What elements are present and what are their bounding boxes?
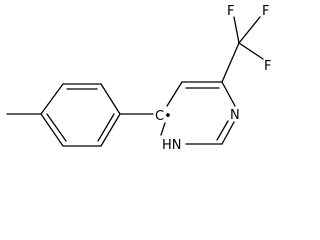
ring-double-bond (216, 120, 229, 141)
fluorine-atom-label: F (262, 4, 269, 19)
benzene-bond (40, 83, 64, 115)
benzene-double-bond (46, 113, 67, 142)
trifluoromethyl-group (221, 16, 264, 83)
c-f-bond (238, 16, 261, 44)
c-f-bond (238, 42, 264, 60)
nitrogen-atom-label: N (230, 108, 240, 123)
ring-bond (221, 81, 236, 107)
benzene-ring (40, 83, 121, 147)
radical-carbon-label: C• (155, 109, 172, 124)
ring-bond (160, 122, 166, 136)
benzene-bond (100, 113, 121, 147)
pyrimidine-ring (160, 81, 236, 145)
fluorine-atom-label: F (264, 59, 271, 74)
nh-atom-label: HN (162, 138, 182, 153)
fluorine-atom-label: F (227, 4, 234, 19)
c-f-bond (233, 16, 240, 44)
benzene-double-bond (97, 113, 115, 142)
molecule-structure: F F F N HN C• (6, 4, 271, 153)
benzene-bond (40, 113, 64, 147)
ring-bond (221, 121, 235, 145)
cf3-bond (221, 42, 240, 83)
benzene-bond (100, 83, 121, 115)
ring-bond (166, 81, 183, 107)
